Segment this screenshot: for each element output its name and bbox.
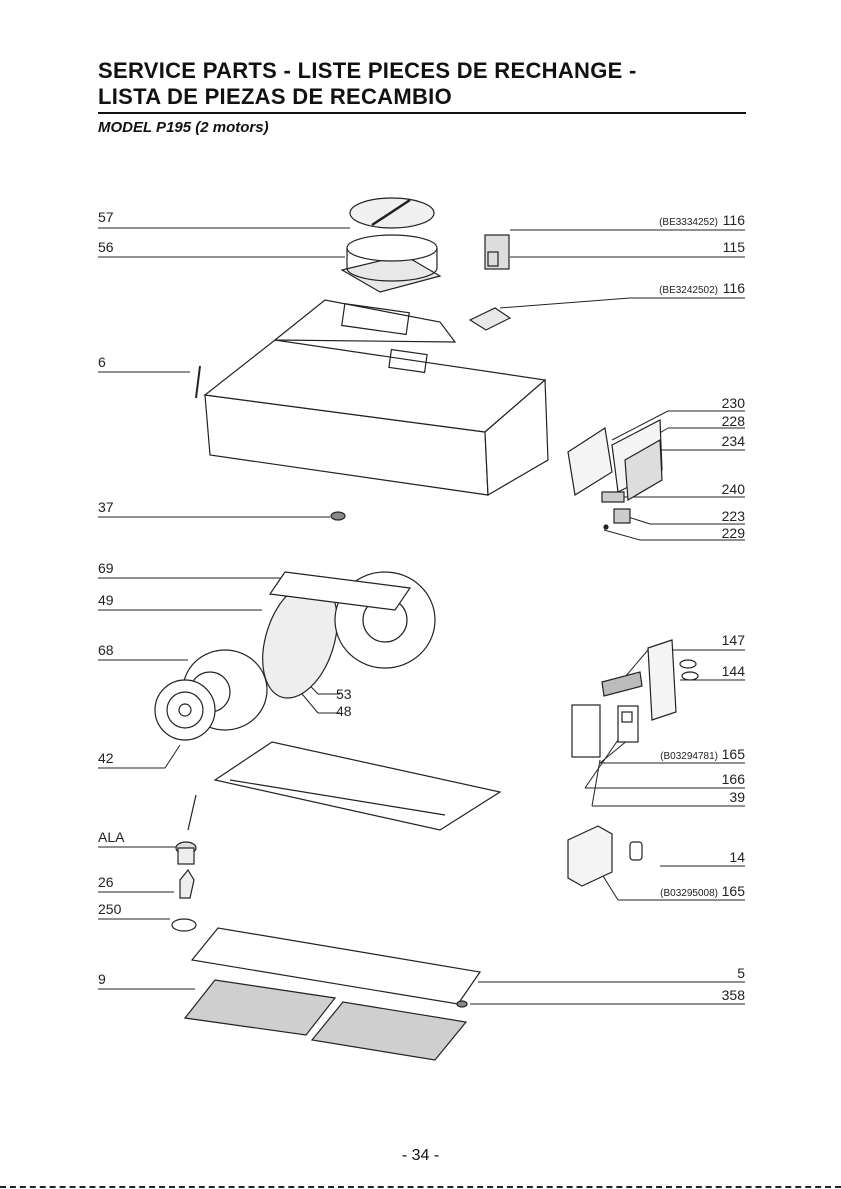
- label-116-b: 116: [723, 280, 746, 296]
- label-53: 53: [336, 686, 352, 702]
- label-250: 250: [98, 901, 122, 917]
- code-be3334252: (BE3334252): [659, 217, 718, 228]
- label-115: 115: [723, 239, 746, 255]
- code-b03294781: (B03294781): [660, 751, 718, 762]
- label-228: 228: [722, 413, 746, 429]
- label-229: 229: [722, 525, 746, 541]
- label-ala: ALA: [98, 829, 125, 845]
- label-234: 234: [722, 433, 746, 449]
- label-6: 6: [98, 354, 106, 370]
- page-border: [0, 1186, 841, 1188]
- label-26: 26: [98, 874, 114, 890]
- label-358: 358: [722, 987, 746, 1003]
- label-49: 49: [98, 592, 114, 608]
- label-165-a: 165: [722, 746, 746, 762]
- label-144: 144: [722, 663, 746, 679]
- label-42: 42: [98, 750, 114, 766]
- label-5: 5: [737, 965, 745, 981]
- label-48: 48: [336, 703, 352, 719]
- label-147: 147: [722, 632, 746, 648]
- label-165-b: 165: [722, 883, 746, 899]
- code-b03295008: (B03295008): [660, 888, 718, 899]
- page-number: - 34 -: [0, 1147, 841, 1165]
- label-230: 230: [722, 395, 746, 411]
- label-69: 69: [98, 560, 114, 576]
- label-240: 240: [722, 481, 746, 497]
- label-68: 68: [98, 642, 114, 658]
- label-116-a: 116: [723, 212, 746, 228]
- label-39: 39: [729, 789, 745, 805]
- code-be3242502: (BE3242502): [659, 285, 718, 296]
- label-223: 223: [722, 508, 746, 524]
- label-166: 166: [722, 771, 746, 787]
- label-14: 14: [729, 849, 745, 865]
- label-56: 56: [98, 239, 114, 255]
- label-37: 37: [98, 499, 114, 515]
- label-57: 57: [98, 209, 114, 225]
- label-9: 9: [98, 971, 106, 987]
